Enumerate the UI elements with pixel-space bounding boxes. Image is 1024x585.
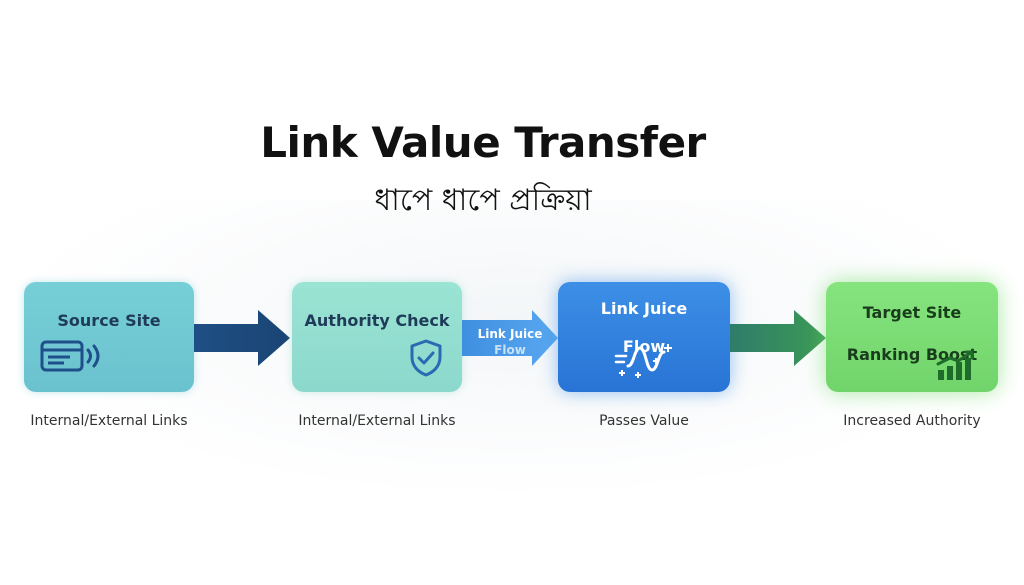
browser-window-icon [40, 340, 100, 372]
connector-label-line: Flow [494, 343, 526, 357]
page-title: Link Value Transfer [260, 118, 706, 167]
bar-chart-up-icon [936, 350, 974, 380]
step-caption: Increased Authority [843, 413, 981, 429]
step-box-source-site: Source Site [24, 282, 194, 392]
step-label: Source Site [57, 311, 161, 330]
step-box-target-site: Target Site Ranking Boost [826, 282, 998, 392]
step-label: Link Juice [600, 299, 688, 318]
connector-label: Link Juice Flow [465, 326, 555, 358]
step-caption: Internal/External Links [298, 413, 456, 429]
arrow-right-icon [194, 310, 290, 366]
shield-check-icon [410, 339, 442, 377]
arrow-right-icon [730, 310, 826, 366]
step-caption: Internal/External Links [30, 413, 188, 429]
step-label: Authority Check [304, 311, 450, 330]
step-box-link-juice-flow: Link Juice Flow [558, 282, 730, 392]
step-label: Target Site [862, 303, 962, 322]
arrow-right-icon [462, 310, 558, 366]
connector-label-line: Link Juice [477, 327, 543, 341]
wave-sparkle-icon [614, 344, 672, 378]
step-box-authority-check: Authority Check [292, 282, 462, 392]
page-subtitle: ধাপে ধাপে প্রক্রিয়া [374, 183, 592, 218]
step-label: Flow [622, 337, 666, 356]
step-caption: Passes Value [599, 413, 689, 429]
